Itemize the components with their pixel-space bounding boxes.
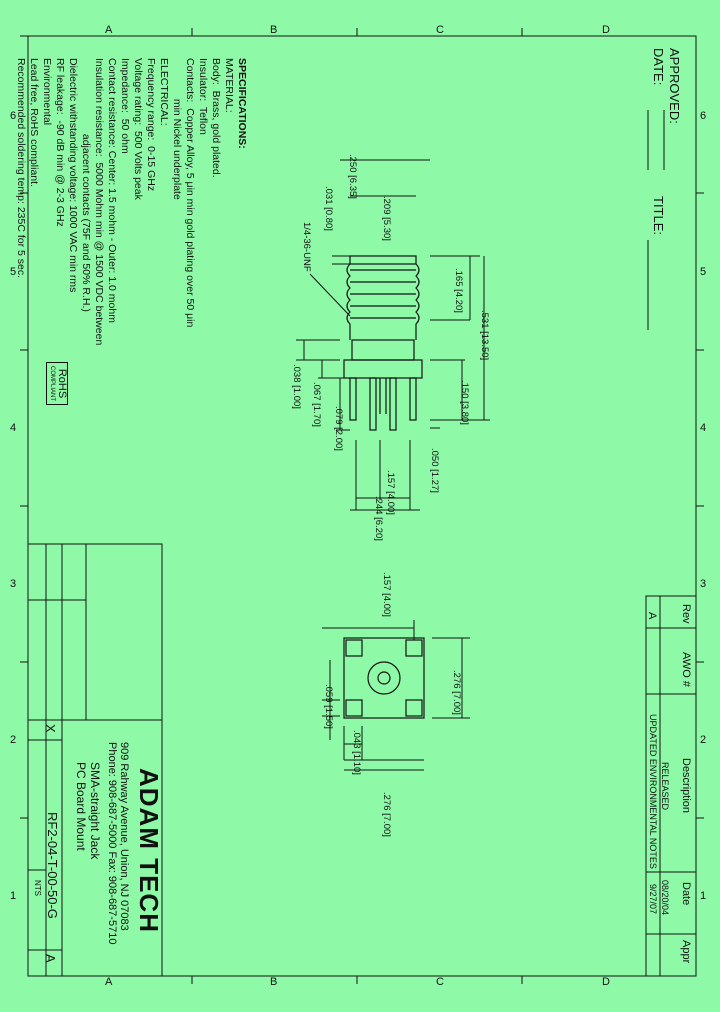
appr-header: Appr <box>680 940 692 964</box>
spec-line: Body: Brass, gold plated. <box>210 58 222 178</box>
specifications-heading: SPECIFICATIONS: <box>236 58 248 149</box>
dim-244: .244 [6.20] <box>373 496 384 541</box>
spec-line: min Nickel underplate <box>171 58 183 200</box>
zone-number-3-right: 3 <box>700 578 707 590</box>
dim-031: .031 [0.80] <box>323 186 334 231</box>
date-label: DATE: <box>651 48 666 86</box>
thread-spec: 1/4-36-UNF <box>301 222 312 272</box>
zone-number-5-right: 5 <box>700 266 707 278</box>
dim-067: .067 [1.70] <box>311 382 322 427</box>
spec-line: Insulation resistance: 5000 Mohm min @ 1… <box>93 58 105 346</box>
part-description-2: PC Board Mount <box>74 762 88 851</box>
spec-line: Frequency range: 0-15 GHz <box>145 58 157 192</box>
dim-079: .079 [2.00] <box>333 406 344 451</box>
spec-line: RF leakage: -90 dB min @ 2-3 GHz <box>54 58 66 227</box>
zone-number-2-right: 2 <box>700 734 707 746</box>
dim-276-vertical: .276 [7.00] <box>451 670 462 715</box>
zone-letter-a-bottom: A <box>105 976 113 988</box>
zone-letter-a: A <box>105 24 113 36</box>
description-row-1: RELEASED <box>660 762 670 811</box>
zone-number-6: 6 <box>10 110 17 122</box>
date-header: Date <box>680 882 692 906</box>
date-row-1: 08/20/04 <box>660 880 670 916</box>
part-description-1: SMA-straight Jack <box>88 762 102 860</box>
dim-157-front: .157 [4.00] <box>381 572 392 617</box>
dim-157: .157 [4.00] <box>385 470 396 515</box>
zone-number-4: 4 <box>10 422 17 434</box>
dim-043: .043 [1.10] <box>351 730 362 775</box>
title-label: TITLE: <box>651 196 666 236</box>
dim-038: .038 [1.00] <box>291 364 302 409</box>
zone-letter-b: B <box>270 24 278 36</box>
spec-line: Dielectric withstanding voltage: 1000 VA… <box>67 58 79 293</box>
company-address: 909 Rahway Avenue, Union, NJ 07083 <box>118 742 130 931</box>
zone-number-3: 3 <box>10 578 17 590</box>
specifications-block: SPECIFICATIONS: MATERIAL: Body: Brass, g… <box>14 58 248 345</box>
dim-165: .165 [4.20] <box>453 268 464 313</box>
company-phone: Phone: 908-687-5000 Fax: 908-687-5710 <box>106 742 118 945</box>
spec-line: MATERIAL: <box>223 58 235 113</box>
description-row-2: UPDATED ENVIRONMENTAL NOTES <box>648 714 658 869</box>
zone-letter-b-bottom: B <box>270 976 278 988</box>
company-name: ADAM TECH <box>134 768 164 933</box>
zone-number-1-right: 1 <box>700 890 707 902</box>
zone-number-6-right: 6 <box>700 110 707 122</box>
dim-050: .050 [1.27] <box>429 448 440 493</box>
zone-letter-c-bottom: C <box>436 976 444 988</box>
part-number: RF2-04-T-00-50-G <box>45 812 60 919</box>
zone-number-4-right: 4 <box>700 422 707 434</box>
date-row-2: 9/27/07 <box>648 884 658 915</box>
dim-531: .531 [13.50] <box>479 310 490 361</box>
spec-line: Contact resistance: Center: 1.5 mohm - O… <box>106 58 118 323</box>
title-block-rev: A <box>43 954 58 963</box>
approved-label: APPROVED: <box>667 48 682 124</box>
rohs-badge: RoHS COMPLIANT <box>46 362 68 406</box>
zone-number-5: 5 <box>10 266 17 278</box>
zone-letter-c: C <box>436 24 444 36</box>
rohs-sub: COMPLIANT <box>49 366 55 402</box>
rev-header: Rev <box>680 604 692 624</box>
dim-209: .209 [5.30] <box>381 196 392 241</box>
spec-line: Lead free, RoHS compliant. <box>28 58 40 187</box>
spec-line: Recommended soldering temp: 235C for 5 s… <box>15 58 27 279</box>
awo-header: AWO # <box>680 652 692 688</box>
spec-line: Impedance: 50 ohm <box>119 58 131 154</box>
spec-line: ELECTRICAL: <box>158 58 170 126</box>
dim-276-horizontal: .276 [7.00] <box>381 792 392 837</box>
spec-line: Insulator: Teflon <box>197 58 209 135</box>
rohs-label: RoHS <box>56 368 68 399</box>
description-header: Description <box>680 758 692 814</box>
zone-letter-d: D <box>602 24 610 36</box>
dim-059: .059 [1.50] <box>323 684 334 729</box>
scale-value: NTS <box>33 880 42 896</box>
title-block-x: X <box>43 724 58 733</box>
zone-number-1: 1 <box>10 890 17 902</box>
dim-150: .150 [3.80] <box>459 380 470 425</box>
spec-line: Contacts: Copper Alloy, 5 μin min gold p… <box>184 58 196 328</box>
spec-line: Voltage rating: 500 Volts peak <box>132 58 144 200</box>
spec-line: adjacent contacts (75F and 50% R.H.) <box>80 58 92 312</box>
dim-250: .250 [6.35] <box>347 154 358 199</box>
spec-line: Environmental <box>41 58 53 126</box>
zone-number-2: 2 <box>10 734 17 746</box>
rev-value: A <box>646 612 658 620</box>
zone-letter-d-bottom: D <box>602 976 610 988</box>
